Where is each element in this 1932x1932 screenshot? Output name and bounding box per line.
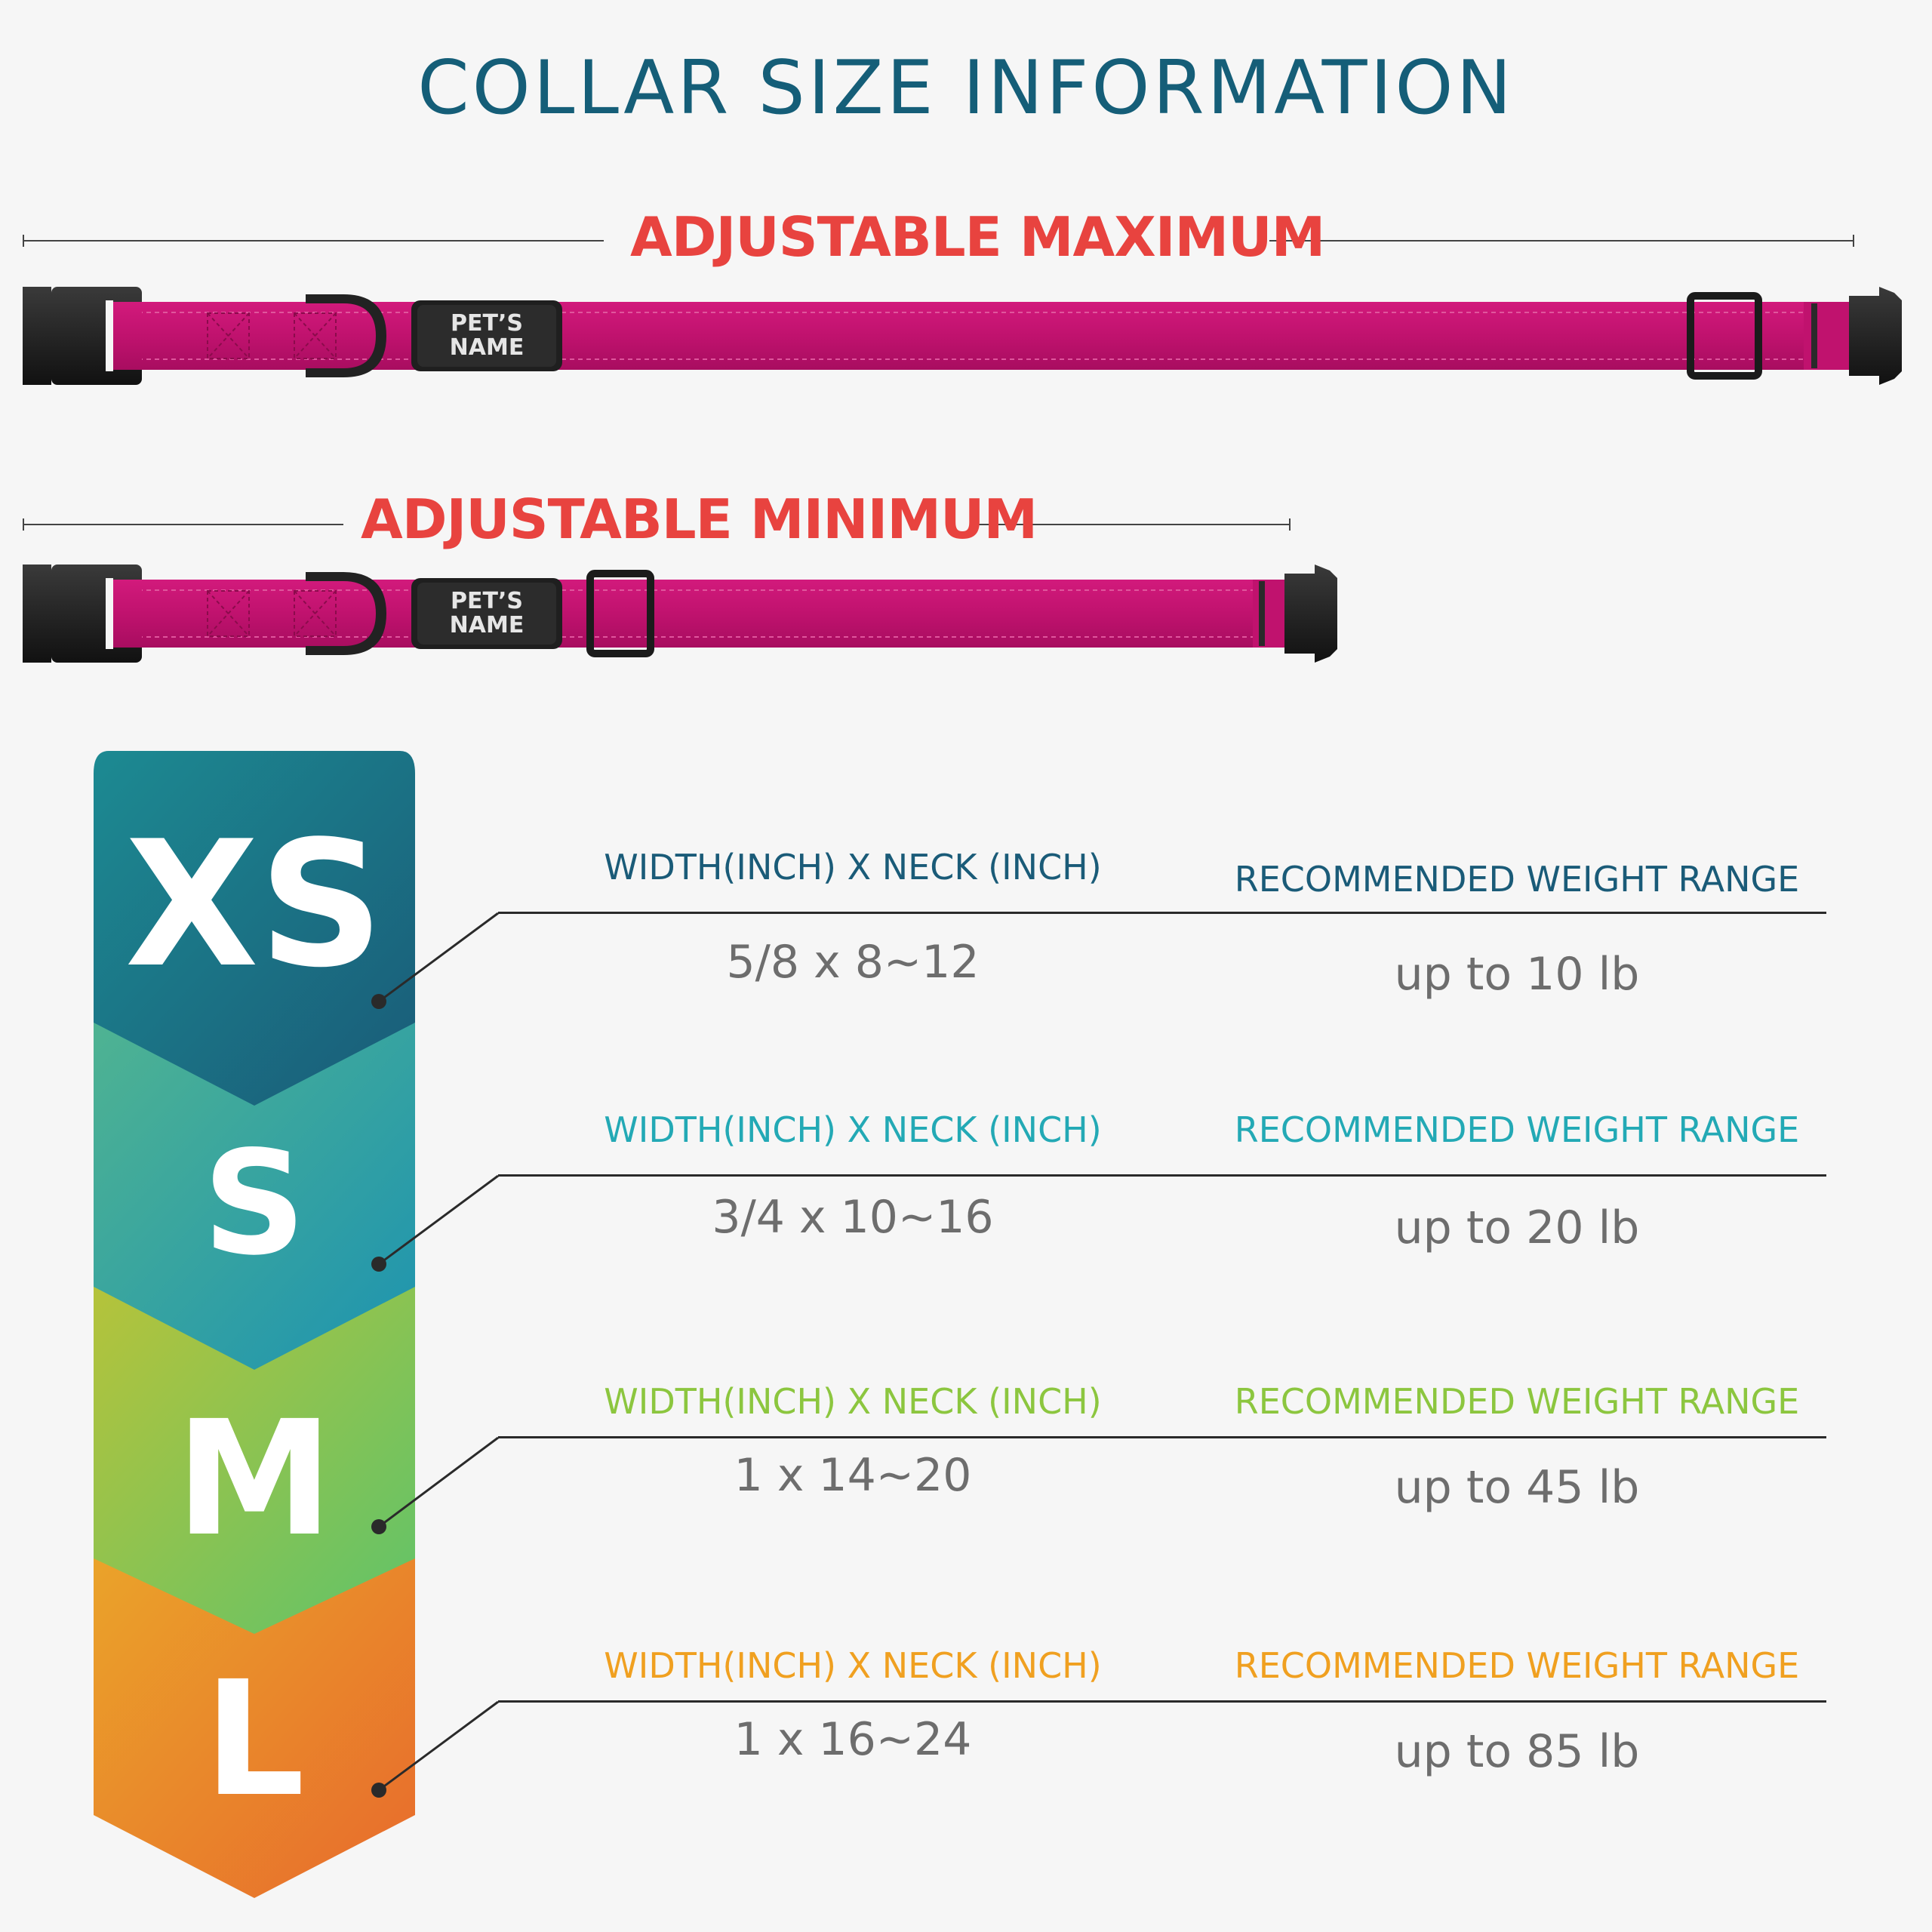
size-label-l: L <box>204 1647 305 1832</box>
name-tag-line1: PET’S <box>451 310 523 337</box>
row-s-weight-header: RECOMMENDED WEIGHT RANGE <box>1234 1109 1800 1150</box>
chevron-m <box>94 1279 415 1634</box>
row-m-dimension-value: 1 x 14~20 <box>734 1449 972 1502</box>
row-l-weight-value: up to 85 lb <box>1394 1725 1640 1778</box>
row-m-dimension-header: WIDTH(INCH) X NECK (INCH) <box>604 1381 1102 1422</box>
row-s-weight-value: up to 20 lb <box>1394 1201 1640 1254</box>
chevron-s <box>94 1023 415 1370</box>
page-title: COLLAR SIZE INFORMATION <box>417 45 1515 131</box>
adjustable-maximum-label: ADJUSTABLE MAXIMUM <box>630 205 1325 269</box>
row-s-dimension-value: 3/4 x 10~16 <box>712 1191 994 1244</box>
row-xs-dimension-value: 5/8 x 8~12 <box>726 936 980 989</box>
row-xs-weight-header: RECOMMENDED WEIGHT RANGE <box>1234 859 1800 900</box>
row-m-weight-value: up to 45 lb <box>1394 1461 1640 1514</box>
row-s-dimension-header: WIDTH(INCH) X NECK (INCH) <box>604 1109 1102 1150</box>
row-l-weight-header: RECOMMENDED WEIGHT RANGE <box>1234 1645 1800 1686</box>
collar-maximum-illustration: PET’S NAME <box>23 287 1902 385</box>
name-tag-line2-min: NAME <box>450 612 525 638</box>
size-label-m: M <box>175 1386 334 1571</box>
size-label-s: S <box>202 1120 306 1287</box>
row-xs-weight-value: up to 10 lb <box>1394 948 1640 1001</box>
collar-minimum-illustration: PET’S NAME <box>23 565 1337 663</box>
row-m-weight-header: RECOMMENDED WEIGHT RANGE <box>1234 1381 1800 1422</box>
row-l-dimension-value: 1 x 16~24 <box>734 1713 972 1766</box>
chevron-l <box>94 1536 415 1898</box>
chevron-xs <box>94 751 415 1106</box>
row-xs-dimension-header: WIDTH(INCH) X NECK (INCH) <box>604 847 1102 888</box>
row-l-dimension-header: WIDTH(INCH) X NECK (INCH) <box>604 1645 1102 1686</box>
name-tag-line2: NAME <box>450 334 525 361</box>
size-chevron-column <box>94 751 415 1898</box>
size-label-xs: XS <box>125 804 384 1006</box>
name-tag-line1-min: PET’S <box>451 588 523 614</box>
adjustable-minimum-label: ADJUSTABLE MINIMUM <box>361 488 1038 551</box>
